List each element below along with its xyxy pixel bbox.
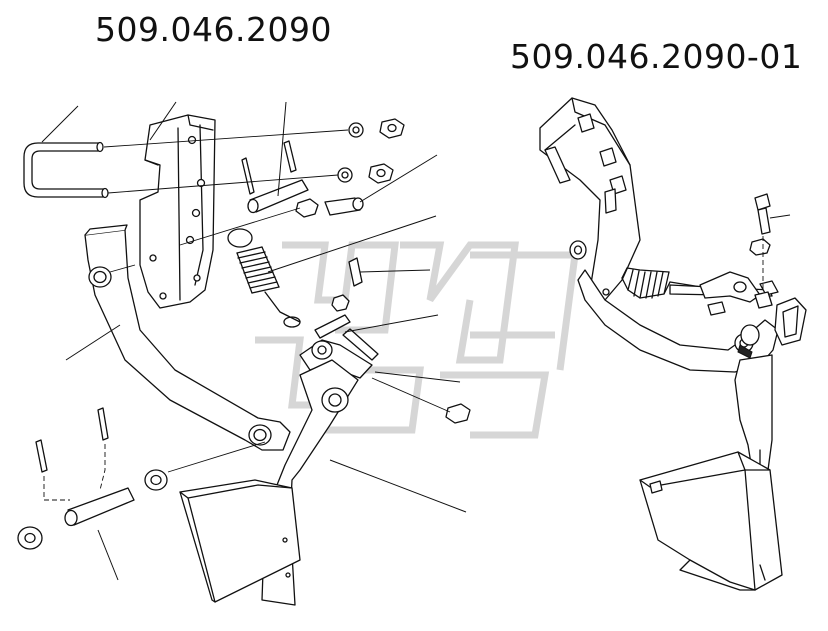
right-foot-plate xyxy=(639,451,783,591)
left-assembly xyxy=(17,101,471,606)
right-return-spring xyxy=(621,267,721,299)
clevis-pin-top xyxy=(241,140,309,214)
watermark-logo xyxy=(255,241,579,439)
u-bolt xyxy=(23,141,109,199)
right-adjust-bolt xyxy=(749,193,791,290)
return-spring xyxy=(227,228,301,328)
fasteners-top xyxy=(295,118,405,218)
pedal-lever xyxy=(84,224,291,451)
left-part-number: 509.046.2090 xyxy=(95,10,332,49)
mounting-bracket xyxy=(139,114,216,309)
foot-plate xyxy=(179,479,301,603)
adjust-bolt xyxy=(331,257,363,312)
right-part-number: 509.046.2090-01 xyxy=(510,37,802,76)
right-pedal-shaft xyxy=(734,324,773,471)
leader-lines-left xyxy=(41,101,467,581)
linkage-clevis xyxy=(299,314,379,379)
right-linkage-rod xyxy=(669,271,807,346)
pivot-pin-bottom xyxy=(17,407,168,550)
right-mounting-bracket xyxy=(539,97,641,301)
right-assembly xyxy=(539,97,807,591)
